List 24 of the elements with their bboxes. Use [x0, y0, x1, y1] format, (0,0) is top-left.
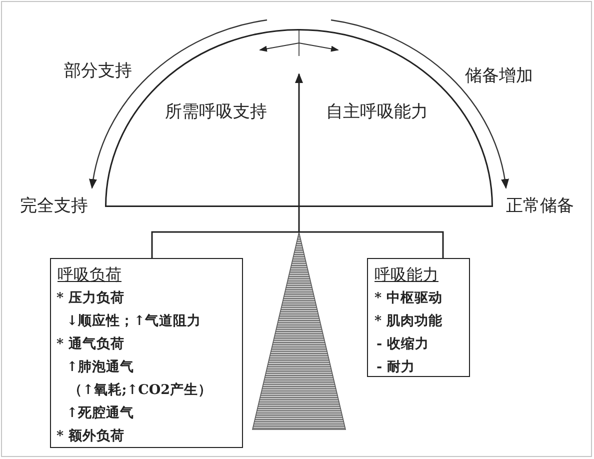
- list-item: * 肌肉功能: [374, 313, 442, 330]
- scale-label: 完全支持: [20, 196, 88, 216]
- list-item: * 额外负荷: [56, 428, 124, 445]
- list-heading: 呼吸负荷: [58, 264, 122, 284]
- list-item: （↑氧耗;↑CO2产生）: [68, 382, 212, 399]
- fulcrum-triangle: [252, 232, 346, 430]
- scale-label: 正常储备: [506, 196, 574, 216]
- list-item: * 通气负荷: [56, 336, 124, 353]
- gauge-label: 所需呼吸支持: [165, 102, 267, 122]
- list-heading: 呼吸能力: [374, 264, 438, 284]
- list-item: * 压力负荷: [56, 290, 124, 307]
- list-item: - 耐力: [376, 359, 415, 376]
- gauge-label: 自主呼吸能力: [326, 102, 428, 122]
- scale-label: 部分支持: [64, 61, 132, 82]
- balance-beam: [151, 231, 444, 258]
- list-item: * 中枢驱动: [374, 290, 442, 307]
- gauge-needle: [295, 73, 303, 232]
- list-item: ↓顺应性；↑气道阻力: [66, 313, 202, 330]
- list-item: ↑死腔通气: [66, 405, 134, 422]
- list-box: [367, 258, 470, 377]
- list-box: [50, 258, 243, 448]
- list-item: - 收缩力: [376, 336, 429, 353]
- scale-label: 储备增加: [465, 66, 533, 86]
- list-item: ↑肺泡通气: [66, 359, 134, 376]
